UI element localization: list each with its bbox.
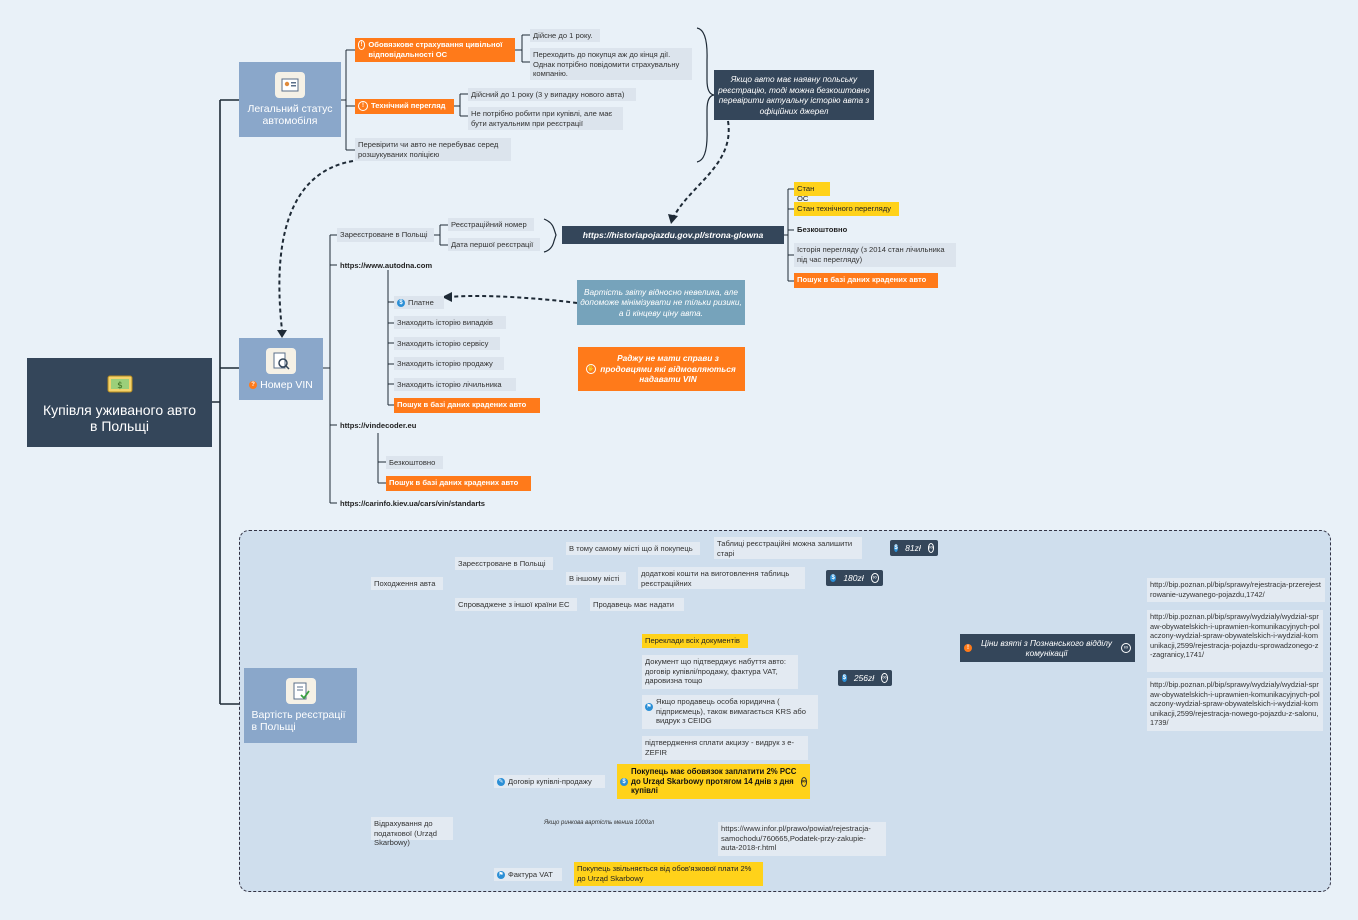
- vat-invoice: ⚑Фактура VAT: [494, 868, 562, 881]
- contract-tax-note: $Покупець має обовязок заплатити 2% PCC …: [617, 764, 810, 799]
- paid-report-note: Вартість звіту відносно невелика, але до…: [577, 280, 745, 325]
- link-new-car[interactable]: http://bip.poznan.pl/bip/sprawy/wydzialy…: [1147, 678, 1323, 731]
- first-registration-date: Дата першої реєстрації: [448, 238, 540, 251]
- history-item-free: Безкоштовно: [797, 225, 848, 234]
- vin-advice: ✋ Раджу не мати справи з продовцями які в…: [578, 347, 745, 391]
- autodna-paid-label: Платне: [408, 298, 434, 307]
- vin-advice-label: Раджу не мати справи з продовцями які ві…: [600, 353, 736, 385]
- vin-topic[interactable]: ?Номер VIN: [239, 338, 323, 400]
- vin-title: Номер VIN: [260, 378, 313, 391]
- prices-source-label: Ціни взяті з Познанського відділу комуні…: [980, 638, 1113, 658]
- registration-callout: Якщо авто має наявну польську реєстрацію…: [714, 70, 874, 120]
- same-city-note: Таблиці реєстраційні можна залишити стар…: [714, 537, 862, 559]
- autodna-sales: Знаходить історію продажу: [394, 357, 504, 370]
- translations: Переклади всіх документів: [642, 634, 748, 648]
- flag-icon: ⚑: [497, 871, 505, 879]
- dollar-icon: $: [842, 674, 847, 682]
- pen-icon: ✎: [497, 778, 505, 786]
- history-item-inspection-history: Історія перегляду (з 2014 стан лічильник…: [794, 243, 956, 267]
- autodna-link[interactable]: https://www.autodna.com: [340, 261, 433, 270]
- vindecoder-free: Безкоштовно: [386, 456, 443, 469]
- legal-entity-label: Якщо продавець особа юридична ( підприєм…: [656, 697, 806, 725]
- history-item-insurance: Стан ОС: [794, 182, 830, 203]
- registered-in-poland: Зареєстроване в Польщі: [337, 228, 434, 242]
- money-icon: $: [105, 371, 135, 397]
- link-icon[interactable]: ∞: [1121, 643, 1131, 653]
- price-same-city-label: 81zł: [905, 543, 921, 553]
- link-icon[interactable]: ∞: [881, 673, 888, 683]
- autodna-accidents: Знаходить історію випадків: [394, 316, 506, 329]
- inspection-node[interactable]: !Технічний перегляд: [355, 99, 454, 114]
- vat-invoice-label: Фактура VAT: [508, 870, 553, 879]
- tax-office: Відрахування до податкової (Urząd Skarbo…: [371, 817, 453, 847]
- insurance-valid: Дійсне до 1 року.: [530, 29, 600, 42]
- flag-icon: ⚑: [645, 703, 653, 711]
- legal-status-topic[interactable]: Легальний статус автомобіля: [239, 62, 341, 137]
- autodna-paid: $Платне: [394, 296, 444, 309]
- vindecoder-stolen-db: Пошук в базі даних крадених авто: [386, 476, 531, 491]
- legal-status-title: Легальний статус автомобіля: [247, 103, 333, 127]
- autodna-service: Знаходить історію сервісу: [394, 337, 500, 350]
- dollar-icon: $: [397, 299, 405, 307]
- insurance-node[interactable]: !Обовязкове страхування цивільної відпов…: [355, 38, 515, 62]
- registration-cost-title: Вартість реєстрації в Польщі: [251, 709, 346, 733]
- prices-source: ! Ціни взяті з Познанського відділу комун…: [960, 634, 1135, 662]
- link-icon[interactable]: ∞: [927, 543, 934, 553]
- other-city: В іншому місті: [566, 572, 626, 585]
- legal-entity-doc: ⚑Якщо продавець особа юридична ( підприє…: [642, 695, 818, 729]
- registered-pl: Зареєстроване в Польщі: [455, 557, 553, 570]
- vin-document-icon: [266, 347, 296, 374]
- inspection-note: Не потрібно робити при купівлі, але має …: [468, 107, 623, 130]
- inspection-valid: Дійсний до 1 року (3 у випадку нового ав…: [468, 88, 636, 101]
- market-value-note: Якщо ринкова вартість менша 1000зл: [544, 820, 655, 826]
- contract-tax-note-label: Покупець має обовязок заплатити 2% PCC д…: [631, 767, 797, 796]
- thumbs-down-icon: ✋: [586, 364, 596, 374]
- registration-number: Реєстраційний номер: [448, 218, 534, 231]
- question-icon: ?: [249, 380, 258, 389]
- dollar-icon: $: [894, 544, 899, 552]
- same-city: В тому самому місті що й покупець: [566, 542, 700, 555]
- sales-contract-label: Договір купівлі-продажу: [508, 777, 592, 786]
- price-same-city: $81zł ∞: [890, 540, 938, 556]
- history-item-inspection: Стан технічного перегляду: [794, 202, 899, 216]
- inspection-label: Технічний перегляд: [371, 101, 446, 110]
- carinfo-link[interactable]: https://carinfo.kiev.ua/cars/vin/standar…: [340, 499, 486, 508]
- price-imported: $256zł ∞: [838, 670, 892, 686]
- warning-icon: !: [358, 101, 368, 111]
- dollar-icon: $: [620, 777, 628, 786]
- link-imported-car[interactable]: http://bip.poznan.pl/bip/sprawy/wydzialy…: [1147, 610, 1323, 672]
- seller-must-provide: Продавець має надати: [590, 598, 684, 611]
- registration-cost-topic[interactable]: Вартість реєстрації в Польщі: [244, 668, 357, 743]
- link-used-car[interactable]: http://bip.poznan.pl/bip/sprawy/rejestra…: [1147, 578, 1325, 602]
- vindecoder-link[interactable]: https://vindecoder.eu: [340, 421, 417, 430]
- link-icon[interactable]: ∞: [800, 776, 807, 787]
- root-topic[interactable]: $ Купівля уживаного авто в Польщі: [27, 358, 212, 447]
- svg-text:$: $: [117, 381, 123, 391]
- other-city-note: додаткові кошти на виготовлення таблиць …: [638, 567, 805, 589]
- autodna-odometer: Знаходить історію лічильника: [394, 378, 516, 391]
- price-imported-label: 256zł: [853, 673, 875, 683]
- wanted-check: Перевірити чи авто не перебуває серед ро…: [355, 138, 511, 161]
- link-icon[interactable]: ∞: [870, 573, 879, 583]
- sales-contract: ✎Договір купівлі-продажу: [494, 775, 605, 788]
- imported-eu: Спроваджене з іншої країни ЕС: [455, 598, 577, 611]
- price-other-city: $180zł ∞: [826, 570, 883, 586]
- insurance-label: Обовязкове страхування цивільної відпові…: [368, 40, 503, 59]
- history-link[interactable]: https://historiapojazdu.gov.pl/strona-gl…: [562, 226, 784, 244]
- id-card-icon: [275, 72, 305, 98]
- info-icon: !: [964, 644, 972, 652]
- history-item-stolen-db: Пошук в базі даних крадених авто: [794, 273, 938, 288]
- price-other-city-label: 180zł: [843, 573, 864, 583]
- warning-icon: !: [358, 40, 366, 50]
- car-origin: Походження авта: [371, 577, 443, 590]
- excise-proof: підтвердження сплати акцизу - видрук з e…: [642, 736, 808, 760]
- ownership-doc: Документ що підтверджує набуття авто: до…: [642, 655, 798, 689]
- contract-link[interactable]: https://www.infor.pl/prawo/powiat/rejest…: [718, 822, 886, 856]
- checklist-icon: [285, 678, 316, 704]
- dollar-icon: $: [830, 574, 837, 582]
- autodna-stolen-db: Пошук в базі даних крадених авто: [394, 398, 540, 413]
- root-title: Купівля уживаного авто в Польщі: [43, 402, 196, 434]
- vat-note: Покупець звільняється від обов'язкової п…: [574, 862, 763, 886]
- insurance-note: Переходить до покупця аж до кінця дії. О…: [530, 48, 692, 80]
